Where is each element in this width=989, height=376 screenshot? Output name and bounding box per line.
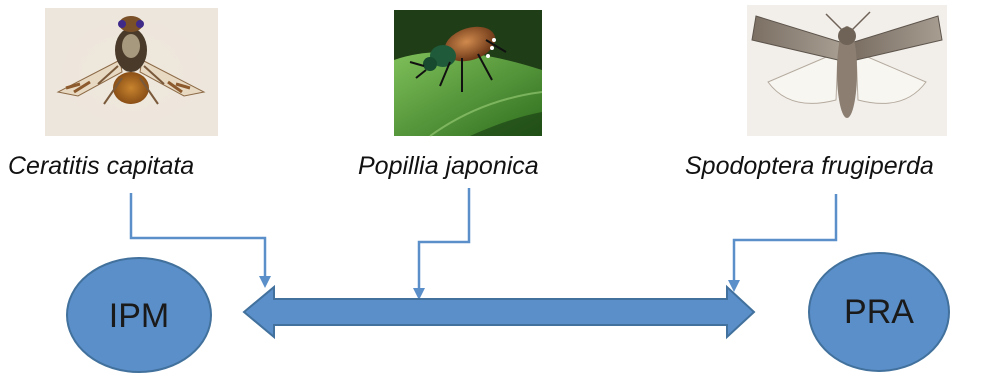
japanese-beetle-photo — [394, 10, 542, 136]
connector-lines — [131, 188, 836, 292]
pra-label: PRA — [806, 293, 952, 332]
connector-spodoptera — [734, 194, 836, 286]
species-label-spodoptera: Spodoptera frugiperda — [685, 148, 985, 184]
connector-arrowheads — [259, 276, 740, 300]
fall-armyworm-moth-photo — [747, 5, 947, 136]
connector-popillia — [419, 188, 469, 292]
ipm-label: IPM — [66, 297, 212, 336]
species-label-popillia: Popillia japonica — [358, 148, 584, 184]
fruit-fly-photo — [45, 8, 218, 136]
species-label-ceratitis: Ceratitis capitata — [8, 148, 248, 184]
double-arrow — [244, 287, 754, 337]
